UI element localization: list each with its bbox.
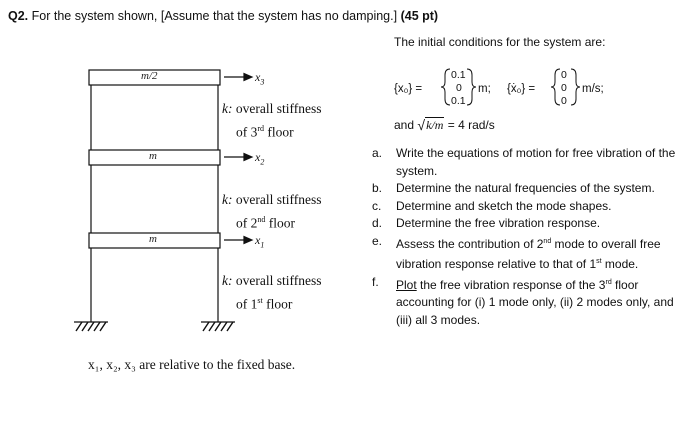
ground-hatch-right <box>202 321 234 332</box>
floor-2-beam <box>88 149 221 166</box>
stiffness-label-3: k: overall stiffness of 3rd floor <box>222 101 322 140</box>
sqrt-icon: √ <box>417 117 426 133</box>
task-e: e. Assess the contribution of 2nd mode t… <box>372 233 661 272</box>
stiffness-label-2: k: overall stiffness of 2nd floor <box>222 192 322 231</box>
floor-3-beam <box>88 69 221 86</box>
coord-label-x1: x1 <box>255 233 265 250</box>
xdot0-value-1: 0 <box>561 69 567 81</box>
task-d: d. Determine the free vibration response… <box>372 216 601 230</box>
x0-unit: m; <box>478 83 491 95</box>
xdot0-value-3: 0 <box>561 95 567 107</box>
ratio-value: = 4 rad/s <box>447 118 495 132</box>
task-list: a. Write the equations of motion for fre… <box>372 145 690 329</box>
initial-conditions-heading: The initial conditions for the system ar… <box>394 35 606 49</box>
coord-label-x2: x2 <box>255 150 265 167</box>
coord-label-x3: x3 <box>255 70 265 87</box>
mass-label-1: m <box>149 233 157 245</box>
question-points: (45 pt) <box>400 9 439 23</box>
x0-label: {x₀} = <box>394 83 422 95</box>
x0-value-3: 0.1 <box>451 95 466 107</box>
task-a: a. Write the equations of motion for fre… <box>372 146 676 178</box>
floor-1-beam <box>88 232 221 249</box>
question-title: Q2. For the system shown, [Assume that t… <box>8 9 438 23</box>
stiffness-label-1: k: overall stiffness of 1st floor <box>222 273 322 312</box>
question-number: Q2. <box>8 9 29 23</box>
mass-label-2: m <box>149 150 157 162</box>
task-c: c. Determine and sketch the mode shapes. <box>372 198 612 213</box>
initial-conditions-vectors: {x₀} = 0.1 0 0.1 m; {ẋ₀} = 0 0 0 m/s; <box>394 68 604 107</box>
xdot0-label: {ẋ₀} = <box>507 83 535 95</box>
x0-value-2: 0 <box>456 82 462 94</box>
task-f: f. Plot the free vibration response of t… <box>372 274 674 327</box>
xdot0-value-2: 0 <box>561 82 567 94</box>
x0-value-1: 0.1 <box>451 69 466 81</box>
frequency-ratio-line: and √k/m = 4 rad/s <box>394 117 495 133</box>
task-b: b. Determine the natural frequencies of … <box>372 181 655 195</box>
question-text: For the system shown, [Assume that the s… <box>31 9 398 23</box>
ratio-expression: k/m <box>425 117 445 132</box>
xdot0-unit: m/s; <box>582 83 604 95</box>
ground-hatch-left <box>75 321 107 332</box>
mass-label-3: m/2 <box>141 70 158 82</box>
coordinate-note: x₁, x₂, x₃ are relative to the fixed bas… <box>88 357 296 372</box>
